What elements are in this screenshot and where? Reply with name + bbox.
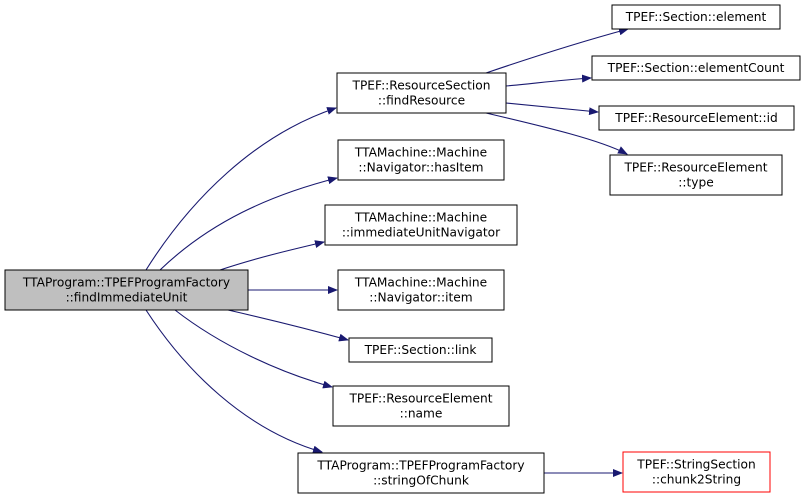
node-box-element[interactable]: [611, 4, 781, 30]
nodes: TTAProgram::TPEFProgramFactory::findImme…: [4, 4, 801, 494]
node-label-re_id-line-0: TPEF::ResourceElement::id: [614, 111, 777, 125]
node-item[interactable]: TTAMachine::Machine::Navigator::item: [337, 269, 505, 311]
node-label-re_type-line-0: TPEF::ResourceElement: [623, 161, 767, 175]
edge-root-to-stringOfChunk: [145, 309, 323, 454]
edge-root-to-hasItem: [159, 176, 338, 271]
node-label-item-line-0: TTAMachine::Machine: [354, 276, 487, 290]
node-box-re_id[interactable]: [598, 105, 795, 131]
node-label-stringOfChunk-line-1: ::stringOfChunk: [373, 474, 470, 488]
node-box-immediateUnitNavigator[interactable]: [324, 204, 518, 246]
node-hasItem[interactable]: TTAMachine::Machine::Navigator::hasItem: [337, 139, 505, 181]
node-name[interactable]: TPEF::ResourceElement::name: [332, 385, 510, 427]
edge-findResource-to-re_id: [505, 102, 599, 116]
edges: [145, 27, 629, 477]
node-findResource[interactable]: TPEF::ResourceSection::findResource: [336, 72, 507, 114]
node-box-findResource[interactable]: [336, 72, 507, 114]
node-box-root[interactable]: [4, 269, 249, 311]
node-label-hasItem-line-0: TTAMachine::Machine: [354, 146, 487, 160]
node-label-re_type-line-1: ::type: [678, 176, 713, 190]
node-label-findResource-line-1: ::findResource: [378, 94, 465, 108]
node-re_id[interactable]: TPEF::ResourceElement::id: [598, 105, 795, 131]
node-elementCount[interactable]: TPEF::Section::elementCount: [591, 55, 801, 81]
node-root[interactable]: TTAProgram::TPEFProgramFactory::findImme…: [4, 269, 249, 311]
node-box-link[interactable]: [348, 337, 493, 363]
node-link[interactable]: TPEF::Section::link: [348, 337, 493, 363]
node-label-name-line-0: TPEF::ResourceElement: [348, 392, 492, 406]
edge-findResource-to-re_type: [485, 112, 628, 155]
node-label-element-line-0: TPEF::Section::element: [625, 10, 767, 24]
node-label-chunk2String-line-0: TPEF::StringSection: [636, 458, 755, 472]
node-label-stringOfChunk-line-0: TTAProgram::TPEFProgramFactory: [316, 459, 524, 473]
node-box-chunk2String[interactable]: [622, 451, 771, 493]
edge-findResource-to-elementCount: [505, 74, 592, 87]
edge-root-to-findResource: [145, 107, 337, 271]
node-label-elementCount-line-0: TPEF::Section::elementCount: [607, 61, 785, 75]
node-label-link-line-0: TPEF::Section::link: [364, 343, 478, 357]
node-label-root-line-0: TTAProgram::TPEFProgramFactory: [22, 276, 230, 290]
edge-root-to-immediateUnitNavigator: [219, 240, 325, 271]
node-re_type[interactable]: TPEF::ResourceElement::type: [609, 154, 783, 196]
node-box-item[interactable]: [337, 269, 505, 311]
node-stringOfChunk[interactable]: TTAProgram::TPEFProgramFactory::stringOf…: [297, 452, 545, 494]
edge-root-to-name: [174, 309, 333, 389]
node-box-stringOfChunk[interactable]: [297, 452, 545, 494]
edge-findResource-to-element: [485, 27, 629, 74]
node-label-root-line-1: ::findImmediateUnit: [66, 291, 188, 305]
node-label-hasItem-line-1: ::Navigator::hasItem: [358, 161, 483, 175]
node-immediateUnitNavigator[interactable]: TTAMachine::Machine::immediateUnitNaviga…: [324, 204, 518, 246]
node-chunk2String[interactable]: TPEF::StringSection::chunk2String: [622, 451, 771, 493]
node-label-chunk2String-line-1: ::chunk2String: [652, 473, 741, 487]
edge-root-to-link: [227, 309, 349, 342]
node-label-immediateUnitNavigator-line-0: TTAMachine::Machine: [354, 211, 487, 225]
node-element[interactable]: TPEF::Section::element: [611, 4, 781, 30]
node-label-item-line-1: ::Navigator::item: [369, 291, 472, 305]
node-label-name-line-1: ::name: [400, 407, 443, 421]
node-label-immediateUnitNavigator-line-1: ::immediateUnitNavigator: [342, 226, 501, 240]
node-box-name[interactable]: [332, 385, 510, 427]
node-box-re_type[interactable]: [609, 154, 783, 196]
node-label-findResource-line-0: TPEF::ResourceSection: [352, 79, 491, 93]
node-box-elementCount[interactable]: [591, 55, 801, 81]
node-box-hasItem[interactable]: [337, 139, 505, 181]
